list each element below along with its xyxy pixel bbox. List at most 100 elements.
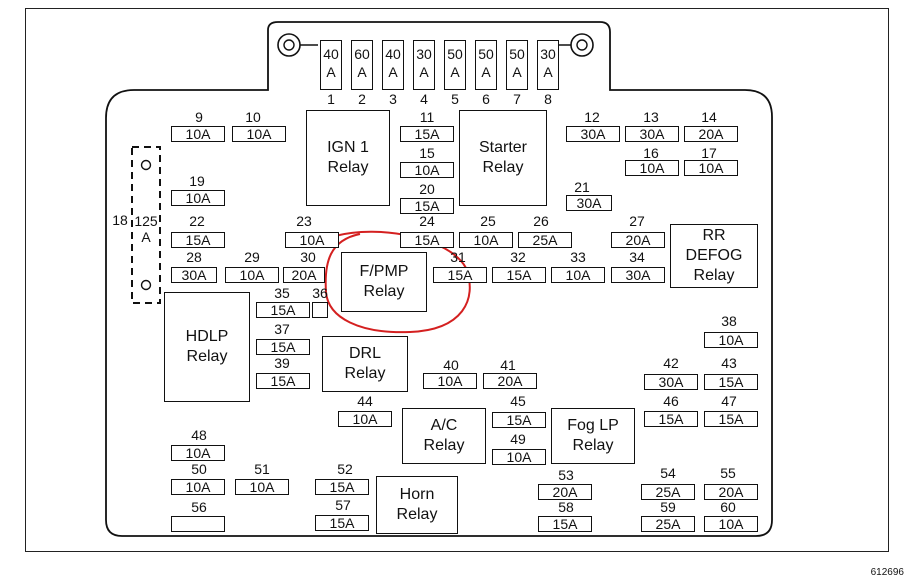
fuse-36-number: 36 — [312, 285, 328, 301]
fuse-16[interactable]: 10A — [625, 160, 679, 176]
fuse-47-number: 47 — [721, 393, 737, 409]
fuse-57[interactable]: 15A — [315, 515, 369, 531]
fuse-35[interactable]: 15A — [256, 302, 310, 318]
fuse-27[interactable]: 20A — [611, 232, 665, 248]
fuse-49[interactable]: 10A — [492, 449, 546, 465]
fuse-55[interactable]: 20A — [704, 484, 758, 500]
fuse-19[interactable]: 10A — [171, 190, 225, 206]
drl-relay[interactable]: DRL Relay — [322, 336, 408, 392]
fuse-43-number: 43 — [721, 355, 737, 371]
fuse-47[interactable]: 15A — [704, 411, 758, 427]
maxi-fuse-6[interactable]: 50 A — [475, 40, 497, 90]
fuse-54[interactable]: 25A — [641, 484, 695, 500]
fuse-11-number: 11 — [419, 109, 435, 125]
fuse-23[interactable]: 10A — [285, 232, 339, 248]
fuse-22[interactable]: 15A — [171, 232, 225, 248]
fuse-51-number: 51 — [254, 461, 270, 477]
fuse-53-number: 53 — [558, 467, 574, 483]
fuse-15[interactable]: 10A — [400, 162, 454, 178]
fuse-45[interactable]: 15A — [492, 412, 546, 428]
horn-relay[interactable]: Horn Relay — [376, 476, 458, 534]
maxi-fuse-2-number: 2 — [358, 91, 366, 107]
fuse-11[interactable]: 15A — [400, 126, 454, 142]
fuse-13-number: 13 — [643, 109, 659, 125]
fuse-52[interactable]: 15A — [315, 479, 369, 495]
maxi-fuse-2[interactable]: 60 A — [351, 40, 373, 90]
fuse-39[interactable]: 15A — [256, 373, 310, 389]
fuse-55-number: 55 — [720, 465, 736, 481]
fuse-58[interactable]: 15A — [538, 516, 592, 532]
maxi-fuse-3[interactable]: 40 A — [382, 40, 404, 90]
fuse-25-number: 25 — [480, 213, 496, 229]
fuse-46[interactable]: 15A — [644, 411, 698, 427]
fuse-31-number: 31 — [450, 249, 466, 265]
fuse-52-number: 52 — [337, 461, 353, 477]
fuse-29-number: 29 — [244, 249, 260, 265]
mount-hole-right — [570, 33, 594, 57]
fuse-10[interactable]: 10A — [232, 126, 286, 142]
fuse-54-number: 54 — [660, 465, 676, 481]
rr-defog-relay[interactable]: RR DEFOG Relay — [670, 224, 758, 288]
fpmp-relay[interactable]: F/PMP Relay — [341, 252, 427, 312]
fuse-41[interactable]: 20A — [483, 373, 537, 389]
fuse-43[interactable]: 15A — [704, 374, 758, 390]
fuse-10-number: 10 — [245, 109, 261, 125]
fuse-19-number: 19 — [189, 173, 205, 189]
fuse-42[interactable]: 30A — [644, 374, 698, 390]
fuse-24[interactable]: 15A — [400, 232, 454, 248]
maxi-fuse-4[interactable]: 30 A — [413, 40, 435, 90]
fuse-51[interactable]: 10A — [235, 479, 289, 495]
fuse-30[interactable]: 20A — [283, 267, 325, 283]
fuse-56[interactable] — [171, 516, 225, 532]
fuse-33[interactable]: 10A — [551, 267, 605, 283]
fuse-30-number: 30 — [300, 249, 316, 265]
fuse-53[interactable]: 20A — [538, 484, 592, 500]
fog-lp-relay[interactable]: Fog LP Relay — [551, 408, 635, 464]
fuse-32-number: 32 — [510, 249, 526, 265]
fuse-18-rating[interactable]: 125 A — [134, 213, 158, 245]
starter-relay[interactable]: Starter Relay — [459, 110, 547, 206]
maxi-fuse-5-number: 5 — [451, 91, 459, 107]
fuse-44[interactable]: 10A — [338, 411, 392, 427]
fuse-20[interactable]: 15A — [400, 198, 454, 214]
fuse-59[interactable]: 25A — [641, 516, 695, 532]
fuse-28[interactable]: 30A — [171, 267, 217, 283]
fuse-36[interactable] — [312, 302, 328, 318]
fuse-22-number: 22 — [189, 213, 205, 229]
maxi-fuse-4-number: 4 — [420, 91, 428, 107]
fuse-41-number: 41 — [500, 357, 516, 373]
fuse-14[interactable]: 20A — [684, 126, 738, 142]
fuse-49-number: 49 — [510, 431, 526, 447]
fuse-60-number: 60 — [720, 499, 736, 515]
ac-relay-label: A/C Relay — [423, 417, 465, 454]
fuse-40[interactable]: 10A — [423, 373, 477, 389]
hdlp-relay[interactable]: HDLP Relay — [164, 292, 250, 402]
fuse-38[interactable]: 10A — [704, 332, 758, 348]
fuse-12[interactable]: 30A — [566, 126, 620, 142]
fuse-26[interactable]: 25A — [518, 232, 572, 248]
fuse-9[interactable]: 10A — [171, 126, 225, 142]
fuse-29[interactable]: 10A — [225, 267, 279, 283]
hdlp-relay-label: HDLP Relay — [185, 328, 229, 365]
maxi-fuse-5[interactable]: 50 A — [444, 40, 466, 90]
fuse-60[interactable]: 10A — [704, 516, 758, 532]
fuse-17-number: 17 — [701, 145, 717, 161]
maxi-fuse-1[interactable]: 40 A — [320, 40, 342, 90]
fuse-28-number: 28 — [186, 249, 202, 265]
fuse-17[interactable]: 10A — [684, 160, 738, 176]
fuse-34[interactable]: 30A — [611, 267, 665, 283]
fuse-57-number: 57 — [335, 497, 351, 513]
fuse-25[interactable]: 10A — [459, 232, 513, 248]
fuse-32[interactable]: 15A — [492, 267, 546, 283]
fuse-50[interactable]: 10A — [171, 479, 225, 495]
maxi-fuse-8[interactable]: 30 A — [537, 40, 559, 90]
ign1-relay[interactable]: IGN 1 Relay — [306, 110, 390, 206]
fuse-48[interactable]: 10A — [171, 445, 225, 461]
maxi-fuse-7[interactable]: 50 A — [506, 40, 528, 90]
fuse-12-number: 12 — [584, 109, 600, 125]
fuse-21[interactable]: 30A — [566, 195, 612, 211]
ac-relay[interactable]: A/C Relay — [402, 408, 486, 464]
fuse-13[interactable]: 30A — [625, 126, 679, 142]
fuse-37[interactable]: 15A — [256, 339, 310, 355]
fuse-31[interactable]: 15A — [433, 267, 487, 283]
